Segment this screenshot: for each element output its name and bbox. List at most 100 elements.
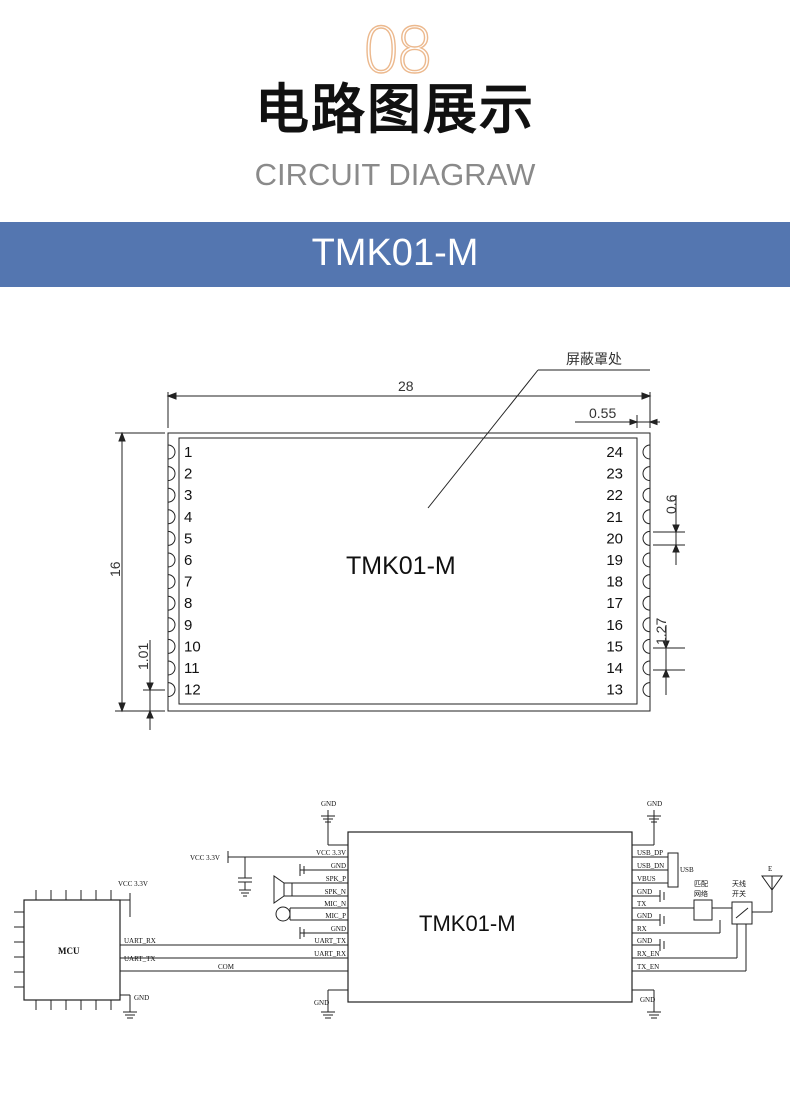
pin-label: 5 xyxy=(184,530,192,547)
shield-outline xyxy=(178,437,638,705)
com-label: COM xyxy=(218,963,235,971)
signal-label: USB_DP xyxy=(637,849,663,857)
top-gnd-left-label: GND xyxy=(321,800,336,808)
banner-label: TMK01-M xyxy=(311,232,479,274)
right-pad xyxy=(642,552,651,568)
section-banner: TMK01-M xyxy=(0,222,790,287)
mcu-box xyxy=(23,899,121,1001)
right-pad xyxy=(642,595,651,611)
match-net-label-2: 网络 xyxy=(694,889,708,898)
right-pad xyxy=(642,487,651,503)
signal-label: VBUS xyxy=(637,875,656,883)
mcu-tx-label: UART_TX xyxy=(124,955,155,963)
mcu-gnd-label: GND xyxy=(134,994,149,1002)
switch-label-2: 开关 xyxy=(732,889,746,898)
pin-label: 15 xyxy=(606,638,623,655)
match-net-label-1: 匹配 xyxy=(694,880,708,888)
left-pads xyxy=(167,444,176,698)
left-pad xyxy=(167,617,176,633)
pin-label: 11 xyxy=(184,660,200,677)
antenna-label: E xyxy=(768,865,772,873)
left-pad xyxy=(167,660,176,676)
pin-label: 8 xyxy=(184,595,192,612)
pin-label: 16 xyxy=(606,617,623,634)
left-pad xyxy=(167,595,176,611)
pin-label: 13 xyxy=(606,682,623,699)
right-pad xyxy=(642,638,651,654)
pin-label: 20 xyxy=(606,530,623,547)
right-pad xyxy=(642,617,651,633)
mechanical-drawing xyxy=(115,369,685,730)
right-pad xyxy=(642,574,651,590)
left-signal-labels: VCC 3.3VGNDSPK_PSPK_NMIC_NMIC_PGNDUART_T… xyxy=(314,849,346,958)
pin-label: 24 xyxy=(606,444,623,461)
right-pad xyxy=(642,444,651,460)
matching-network-box xyxy=(693,899,713,921)
bottom-gnd-left-label: GND xyxy=(314,999,329,1007)
left-pad xyxy=(167,638,176,654)
pin-label: 19 xyxy=(606,552,623,569)
pin-label: 18 xyxy=(606,574,623,591)
left-pad xyxy=(167,682,176,698)
right-pad xyxy=(642,530,651,546)
section-number: 08 xyxy=(361,14,435,87)
switch-label-1: 天线 xyxy=(732,879,746,888)
usb-label: USB xyxy=(680,866,694,874)
mcu-label: MCU xyxy=(58,946,80,956)
pin-label: 23 xyxy=(606,466,623,483)
pin-label: 6 xyxy=(184,552,192,569)
bottom-gnd-right-label: GND xyxy=(640,996,655,1004)
callout-label: 屏蔽罩处 xyxy=(566,352,622,368)
pin-label: 14 xyxy=(606,660,623,677)
pin-label: 3 xyxy=(184,487,192,504)
schematic xyxy=(14,810,783,1019)
dim-pad-offset-label: 0.55 xyxy=(589,405,616,421)
pin-label: 1 xyxy=(184,444,192,461)
pin-label: 2 xyxy=(184,466,192,483)
pin-label: 17 xyxy=(606,595,623,612)
signal-label: USB_DN xyxy=(637,862,664,870)
dim-edge-label: 1.01 xyxy=(135,643,151,670)
pin-label: 9 xyxy=(184,617,192,634)
signal-label: TX xyxy=(637,900,646,908)
right-pads xyxy=(642,444,651,698)
left-pad xyxy=(167,444,176,460)
mcu-rx-label: UART_RX xyxy=(124,937,156,945)
signal-label: UART_RX xyxy=(314,950,346,958)
pin-label: 7 xyxy=(184,574,192,591)
dim-width-label: 28 xyxy=(398,378,414,394)
pin-label: 12 xyxy=(184,682,201,699)
signal-label: VCC 3.3V xyxy=(316,849,346,857)
signal-label: GND xyxy=(331,862,346,870)
signal-label: GND xyxy=(637,912,652,920)
signal-label: TX_EN xyxy=(637,963,659,971)
module-label: TMK01-M xyxy=(346,552,456,580)
left-pad xyxy=(167,574,176,590)
signal-label: UART_TX xyxy=(315,937,346,945)
dim-pad-width-label: 0.6 xyxy=(663,494,679,514)
signal-label: RX_EN xyxy=(637,950,660,958)
page-title: 电路图展示 xyxy=(255,78,535,141)
pin-label: 21 xyxy=(606,509,623,526)
antenna-switch-box xyxy=(731,901,753,925)
signal-label: GND xyxy=(637,888,652,896)
module-outline xyxy=(167,432,651,712)
right-pad xyxy=(642,660,651,676)
signal-label: GND xyxy=(637,937,652,945)
vcc-label: VCC 3.3V xyxy=(190,854,220,862)
right-pad xyxy=(642,509,651,525)
signal-label: SPK_P xyxy=(326,875,346,883)
signal-label: MIC_N xyxy=(324,900,346,908)
left-pad xyxy=(167,509,176,525)
right-pad xyxy=(642,682,651,698)
dim-height-label: 16 xyxy=(107,561,123,577)
schematic-module-label: TMK01-M xyxy=(419,911,516,936)
left-pad xyxy=(167,487,176,503)
schematic-module-box xyxy=(347,831,633,1003)
left-pad xyxy=(167,466,176,482)
left-pad xyxy=(167,552,176,568)
